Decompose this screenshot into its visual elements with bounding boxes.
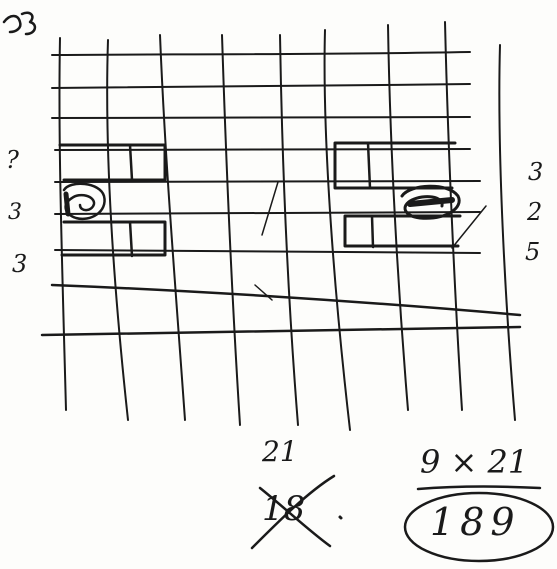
right-row-label-3: 5 <box>525 240 540 264</box>
right-total-result: 189 <box>430 503 521 541</box>
grid-line-h <box>52 52 470 55</box>
grid-line-h <box>55 250 480 253</box>
grid-line-h <box>52 285 520 315</box>
right-total-expression: 9 × 21 <box>420 446 528 478</box>
right-row-label-2: 2 <box>527 200 542 224</box>
stray-stroke <box>255 285 272 300</box>
left-total-dot <box>340 517 341 518</box>
grid-line-h <box>42 327 520 335</box>
grid-line-v <box>280 35 298 425</box>
right-bed-shape <box>335 143 460 247</box>
grid-line-h <box>52 117 470 118</box>
grid-line-h <box>55 149 470 150</box>
right-row-label-1: 3 <box>528 160 543 184</box>
left-row-label-3: 3 <box>12 252 27 276</box>
grid-line-v <box>499 45 515 420</box>
left-total-new-value: 21 <box>262 438 298 466</box>
left-row-label-1: ? <box>6 148 19 172</box>
vertical-grid-lines <box>59 22 515 430</box>
left-bed-pillow-fill <box>66 194 68 214</box>
left-row-label-2: 3 <box>8 202 22 224</box>
grid-line-h <box>52 84 470 88</box>
grid-line-v <box>59 38 66 410</box>
stray-stroke <box>262 182 278 235</box>
grid-line-v <box>107 40 128 420</box>
grid-line-v <box>222 35 240 425</box>
right-total-underline <box>418 487 540 489</box>
right-bed-pillow-fill <box>410 200 452 204</box>
grid-line-h <box>55 212 480 214</box>
left-total-crossed-value: 18 <box>262 492 305 526</box>
right-bed-bottom <box>345 216 460 246</box>
right-bed-bottom-divider <box>372 216 373 247</box>
